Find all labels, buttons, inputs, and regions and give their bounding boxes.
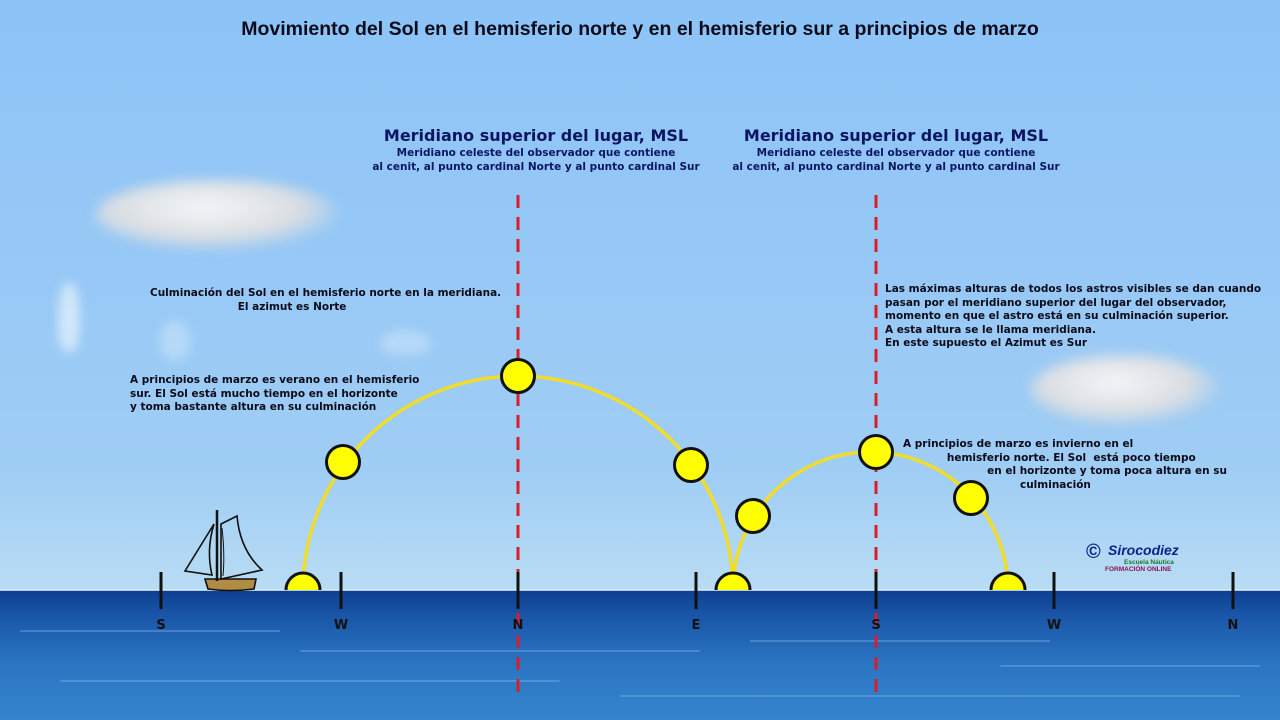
- cloud-wisp: [58, 282, 80, 352]
- sun-culmination-icon: [500, 358, 536, 394]
- cloud-wisp: [380, 330, 430, 355]
- sky-background: [0, 0, 1280, 590]
- logo-name: Sirocodiez: [1108, 542, 1179, 558]
- wave: [750, 640, 1050, 642]
- note-summer-south: A principios de marzo es verano en el he…: [130, 374, 420, 413]
- wave: [60, 680, 560, 682]
- sun-setting-icon: [989, 571, 1027, 591]
- wave: [20, 630, 280, 632]
- cloud-right: [1030, 355, 1220, 425]
- cardinal-label: W: [1047, 618, 1061, 633]
- cardinal-label: N: [513, 618, 524, 633]
- page-title: Movimiento del Sol en el hemisferio nort…: [241, 18, 1039, 40]
- cardinal-label: N: [1228, 618, 1239, 633]
- meridian-sub: al cenit, al punto cardinal Norte y al p…: [372, 161, 700, 173]
- sirocodiez-logo: © Sirocodiez Escuela Náutica FORMACIÓN O…: [1086, 540, 1196, 576]
- sun-icon: [325, 444, 361, 480]
- sun-positions: [325, 358, 989, 534]
- meridian-label-right: Meridiano superior del lugar, MSL Meridi…: [716, 126, 1076, 174]
- sun-rising-icon: [714, 571, 752, 591]
- cardinal-label: S: [156, 618, 165, 633]
- meridian-label-left: Meridiano superior del lugar, MSL Meridi…: [356, 126, 716, 174]
- note-culmination-north: Culminación del Sol en el hemisferio nor…: [150, 287, 502, 313]
- cloud-left: [95, 180, 340, 250]
- meridian-sub: al cenit, al punto cardinal Norte y al p…: [732, 161, 1060, 173]
- sun-rise-set-group: [284, 571, 1027, 591]
- horizon-line: [0, 589, 1280, 591]
- wave: [620, 695, 1240, 697]
- cardinal-label: S: [871, 618, 880, 633]
- wave: [1000, 665, 1260, 667]
- sun-culmination-icon: [858, 434, 894, 470]
- meridian-heading: Meridiano superior del lugar, MSL: [383, 126, 689, 145]
- sun-icon: [735, 498, 771, 534]
- wave: [300, 650, 700, 652]
- note-winter-north: A principios de marzo es invierno en el …: [903, 438, 1227, 491]
- copyright-icon: ©: [1086, 541, 1101, 563]
- cardinal-ticks: [159, 572, 1235, 609]
- meridian-sub: Meridiano celeste del observador que con…: [756, 147, 1036, 159]
- logo-subtitle: FORMACIÓN ONLINE: [1105, 566, 1172, 573]
- sun-path-north-hemisphere: [731, 450, 1010, 591]
- sea-background: [0, 590, 1280, 720]
- meridian-sub: Meridiano celeste del observador que con…: [396, 147, 676, 159]
- cardinal-label: E: [692, 618, 701, 633]
- cardinal-label: W: [334, 618, 348, 633]
- sun-icon: [673, 447, 709, 483]
- sun-icon: [953, 480, 989, 516]
- cardinal-labels: S W N E S W N: [156, 618, 1238, 633]
- cloud-wisp: [160, 320, 190, 360]
- sailboat-icon: [183, 510, 264, 592]
- sun-setting-icon: [284, 571, 322, 591]
- note-max-altitudes: Las máximas alturas de todos los astros …: [885, 283, 1262, 349]
- meridian-heading: Meridiano superior del lugar, MSL: [743, 126, 1049, 145]
- logo-tagline: Escuela Náutica: [1124, 559, 1174, 566]
